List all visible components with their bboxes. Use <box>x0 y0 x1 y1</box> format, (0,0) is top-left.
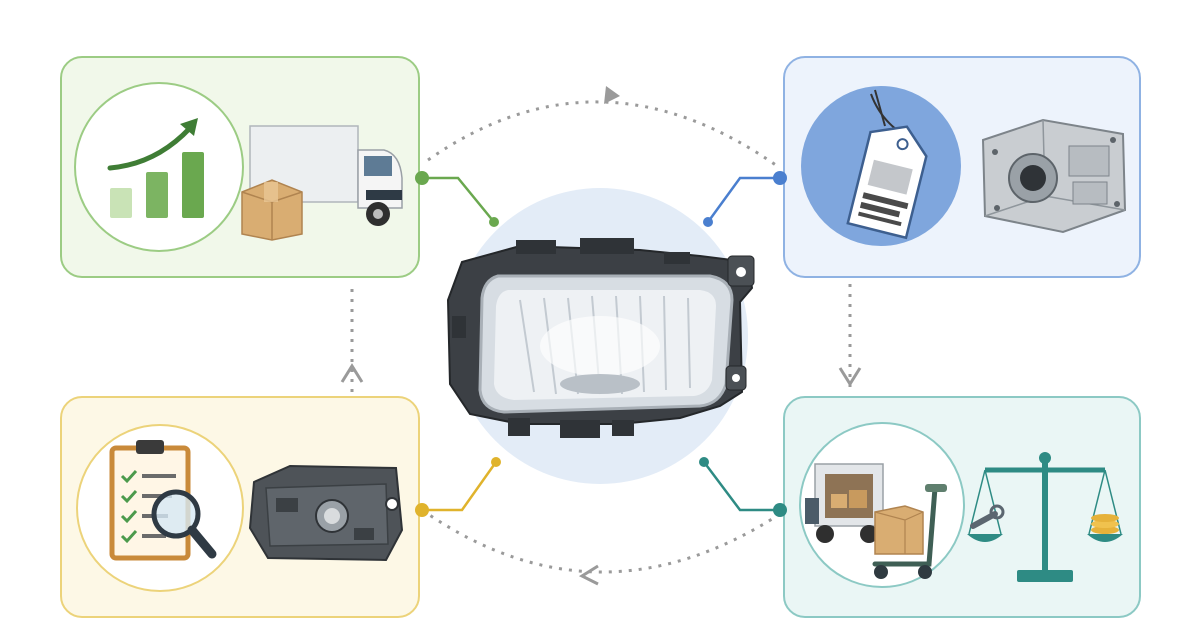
clipboard-checklist-icon <box>109 440 217 561</box>
connector-quality <box>422 461 498 512</box>
connector-logistics <box>703 461 780 512</box>
hand-truck-icon <box>872 484 947 579</box>
logistics-circle <box>799 422 965 588</box>
coins-icon <box>1091 514 1119 534</box>
quality-panel <box>60 396 420 618</box>
cardboard-box-icon <box>241 179 303 241</box>
demand-panel <box>60 56 420 278</box>
demand-circle <box>74 82 244 252</box>
balance-scale-icon <box>967 452 1123 582</box>
pricing-circle <box>801 86 961 246</box>
magnifier-icon <box>151 489 217 559</box>
connector-pricing <box>706 176 780 223</box>
arrow-head-left <box>340 363 364 383</box>
arrow-head-right <box>838 367 862 387</box>
cargo-truck-icon <box>805 463 884 543</box>
price-tag-icon <box>846 89 928 240</box>
arrow-head-bottom <box>578 564 599 586</box>
pricing-panel <box>783 56 1141 278</box>
cycle-arc-top <box>427 100 781 170</box>
gearbox-part-icon <box>981 118 1127 234</box>
quality-circle <box>76 424 244 592</box>
headlamp-assembly-icon <box>446 238 755 438</box>
growth-chart-icon <box>107 118 204 218</box>
housing-part-icon <box>248 464 404 562</box>
connector-demand <box>422 176 495 223</box>
arrow-head-top <box>604 86 620 104</box>
wrench-icon <box>970 504 1005 529</box>
delivery-truck-icon <box>249 125 403 226</box>
cycle-arc-bottom <box>427 512 781 574</box>
